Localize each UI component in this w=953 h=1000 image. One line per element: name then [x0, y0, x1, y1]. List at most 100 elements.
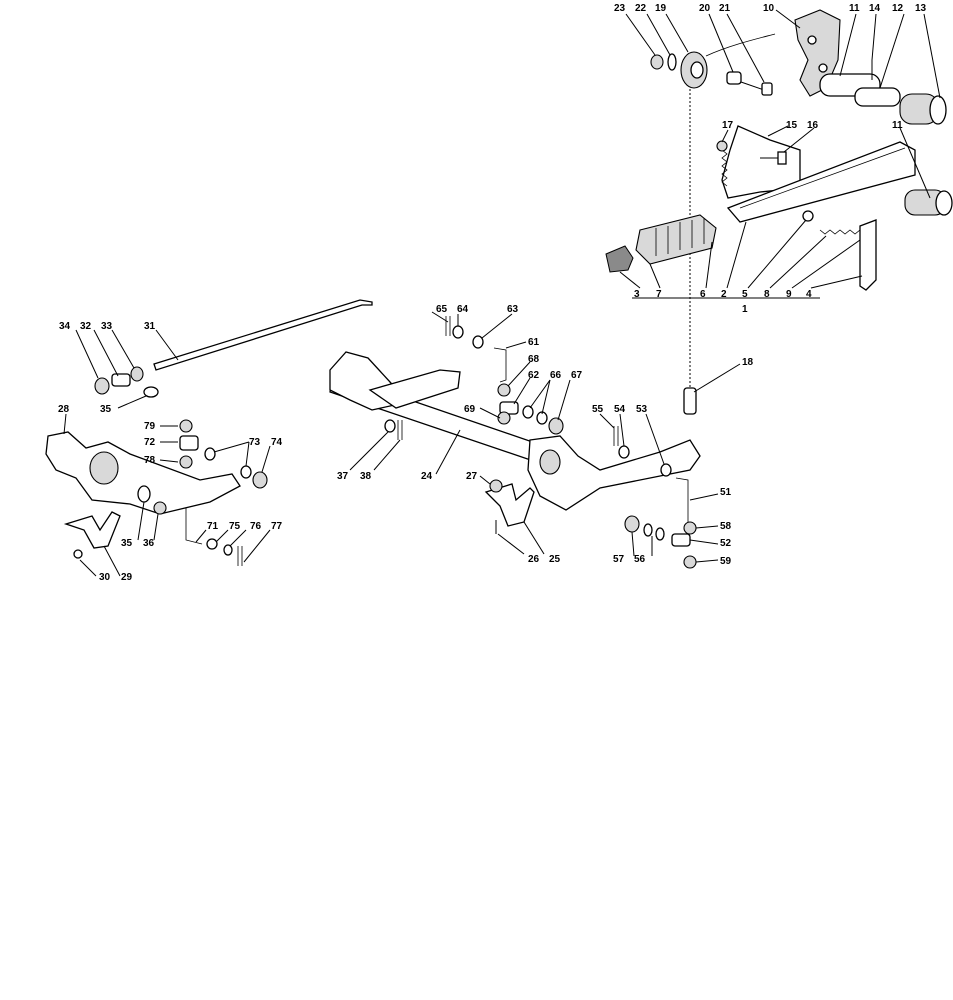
bracket — [859, 219, 877, 291]
nut — [252, 471, 268, 489]
callout-55: 55 — [592, 404, 604, 415]
callout-53: 53 — [636, 404, 648, 415]
callout-14: 14 — [869, 3, 881, 14]
upper-right-assembly — [605, 9, 953, 415]
left-pedal-assembly — [45, 299, 373, 566]
tube — [854, 87, 901, 107]
callout-75: 75 — [229, 521, 241, 532]
clamp-bracket — [484, 483, 535, 527]
callout-34: 34 — [59, 321, 71, 332]
callout-58: 58 — [720, 521, 732, 532]
ratchet-plate — [721, 125, 801, 199]
cable-end — [683, 387, 697, 415]
callout-30: 30 — [99, 572, 111, 583]
callout-77: 77 — [271, 521, 283, 532]
callout-29: 29 — [121, 572, 133, 583]
callout-8: 8 — [764, 289, 770, 300]
nut — [94, 377, 110, 395]
callout-67: 67 — [571, 370, 583, 381]
nut — [497, 383, 511, 397]
callout-20: 20 — [699, 3, 711, 14]
callout-1: 1 — [742, 304, 748, 315]
callout-52: 52 — [720, 538, 732, 549]
pin — [671, 533, 691, 547]
nut — [683, 521, 697, 535]
callout-33: 33 — [101, 321, 113, 332]
callout-73: 73 — [249, 437, 261, 448]
rod — [153, 299, 373, 371]
callout-5: 5 — [742, 289, 748, 300]
callout-32: 32 — [80, 321, 92, 332]
callout-25: 25 — [549, 554, 561, 565]
callout-69: 69 — [464, 404, 476, 415]
callout-35b: 35 — [121, 538, 133, 549]
callout-79: 79 — [144, 421, 156, 432]
nut — [624, 515, 640, 533]
nut — [683, 555, 697, 569]
bolt-head — [761, 82, 773, 96]
callout-13: 13 — [915, 3, 927, 14]
callout-57: 57 — [613, 554, 625, 565]
callout-16: 16 — [807, 120, 819, 131]
callout-3: 3 — [634, 289, 640, 300]
washer — [143, 386, 159, 398]
callout-64: 64 — [457, 304, 469, 315]
callout-22: 22 — [635, 3, 647, 14]
clamp-bracket — [63, 511, 121, 549]
callout-18: 18 — [742, 357, 754, 368]
callout-35: 35 — [100, 404, 112, 415]
callout-4: 4 — [806, 289, 812, 300]
callout-27: 27 — [466, 471, 478, 482]
spacer — [111, 373, 131, 387]
callout-19: 19 — [655, 3, 667, 14]
nut — [497, 411, 511, 425]
nut — [650, 54, 664, 70]
pulley-hub — [690, 61, 704, 79]
nut — [716, 140, 728, 152]
callout-15: 15 — [786, 120, 798, 131]
nut — [548, 417, 564, 435]
callout-78: 78 — [144, 455, 156, 466]
callout-labels: 23 22 19 20 21 10 11 14 12 13 17 15 16 1… — [58, 3, 927, 583]
callout-2: 2 — [721, 289, 727, 300]
callout-17: 17 — [722, 120, 734, 131]
nut — [179, 419, 193, 433]
leader-lines — [63, 9, 941, 577]
callout-68: 68 — [528, 354, 540, 365]
nut — [489, 479, 503, 493]
callout-66: 66 — [550, 370, 562, 381]
callout-71: 71 — [207, 521, 219, 532]
callout-72: 72 — [144, 437, 156, 448]
pedal-cap — [605, 245, 634, 273]
callout-31: 31 — [144, 321, 156, 332]
callout-76: 76 — [250, 521, 262, 532]
nut — [130, 366, 144, 382]
callout-21: 21 — [719, 3, 731, 14]
callout-38: 38 — [360, 471, 372, 482]
callout-9: 9 — [786, 289, 792, 300]
callout-11: 11 — [849, 3, 860, 14]
callout-59: 59 — [720, 556, 732, 567]
callout-65: 65 — [436, 304, 448, 315]
callout-6: 6 — [700, 289, 706, 300]
nut — [179, 455, 193, 469]
callout-62: 62 — [528, 370, 540, 381]
callout-11b: 11 — [892, 120, 903, 131]
callout-10: 10 — [763, 3, 775, 14]
pedal-arm — [527, 435, 701, 511]
screw — [73, 549, 83, 559]
callout-26: 26 — [528, 554, 540, 565]
callout-56: 56 — [634, 554, 646, 565]
spacer — [726, 71, 742, 85]
center-assembly — [329, 316, 701, 569]
callout-12: 12 — [892, 3, 904, 14]
callout-51: 51 — [720, 487, 732, 498]
washer — [667, 53, 677, 71]
callout-54: 54 — [614, 404, 626, 415]
callout-36: 36 — [143, 538, 155, 549]
callout-74: 74 — [271, 437, 283, 448]
bolt-head — [777, 151, 787, 165]
callout-24: 24 — [421, 471, 433, 482]
callout-37: 37 — [337, 471, 349, 482]
